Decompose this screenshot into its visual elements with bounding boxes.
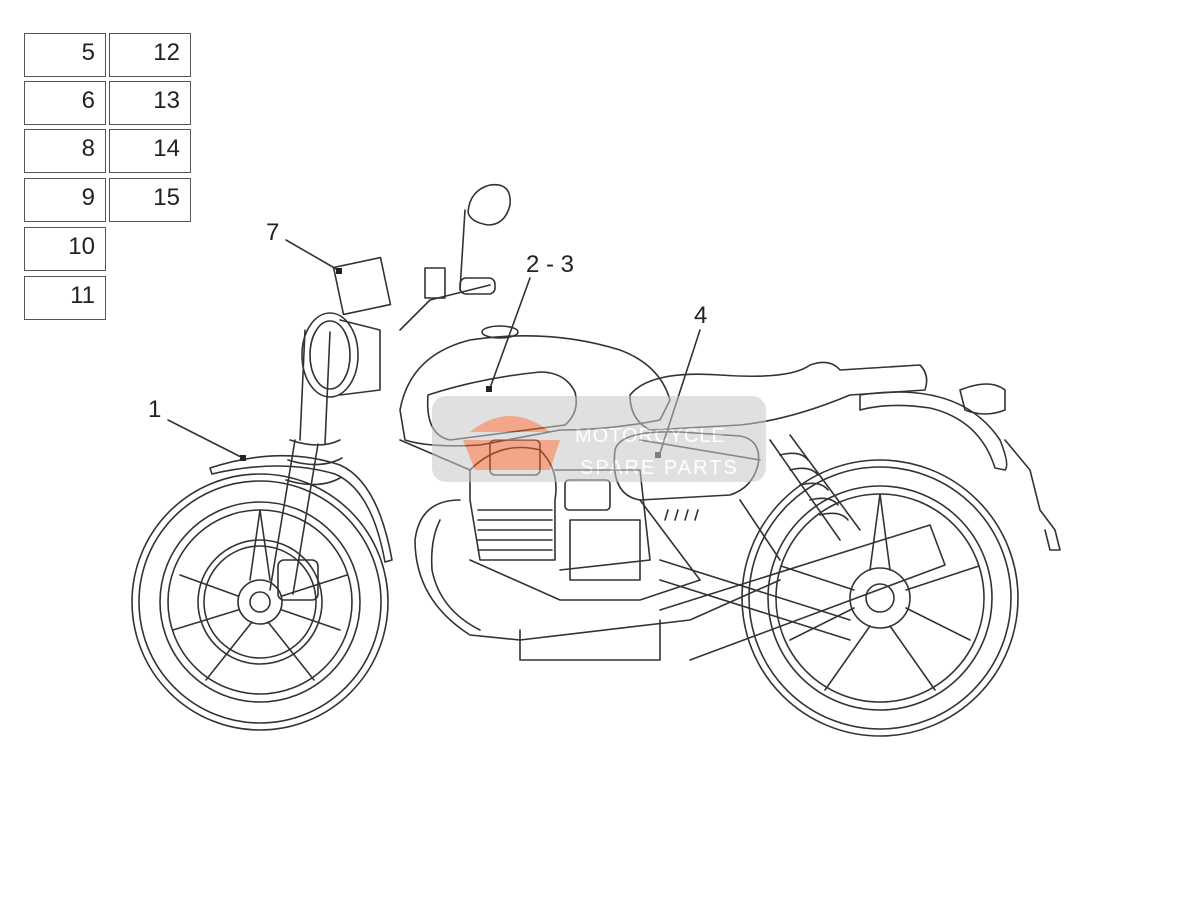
swingarm (659, 559, 851, 641)
callout-2-3: 2 - 3 (526, 251, 575, 278)
callout-1: 1 (148, 396, 162, 423)
part-box-6: 6 (24, 81, 106, 125)
leader-line-2-3 (489, 277, 531, 389)
part-box-10: 10 (24, 227, 106, 271)
callout-7: 7 (266, 219, 280, 246)
marker-7 (336, 268, 342, 274)
part-box-8: 8 (24, 129, 106, 173)
leader-line-1 (167, 419, 244, 459)
callout-4: 4 (694, 302, 708, 329)
part-box-9: 9 (24, 178, 106, 222)
leader-line-7 (285, 239, 339, 271)
part-box-11: 11 (24, 276, 106, 320)
part-box-5: 5 (24, 33, 106, 77)
rear-shock (769, 434, 861, 541)
part-box-12: 12 (109, 33, 191, 77)
watermark-line2: SPARE PARTS (580, 457, 739, 479)
part-box-13: 13 (109, 81, 191, 125)
marker-2-3 (486, 386, 492, 392)
headlight (301, 312, 381, 398)
marker-1 (240, 455, 246, 461)
rear-wheel (741, 459, 1019, 737)
exhaust (414, 499, 946, 661)
handlebar (332, 183, 511, 331)
front-wheel (131, 473, 389, 731)
front-fork (269, 329, 343, 601)
rear-fender (859, 391, 1008, 471)
part-box-15: 15 (109, 178, 191, 222)
watermark: MOTORCYCLE SPARE PARTS (432, 396, 766, 482)
watermark-line1: MOTORCYCLE (575, 425, 726, 447)
part-box-14: 14 (109, 129, 191, 173)
